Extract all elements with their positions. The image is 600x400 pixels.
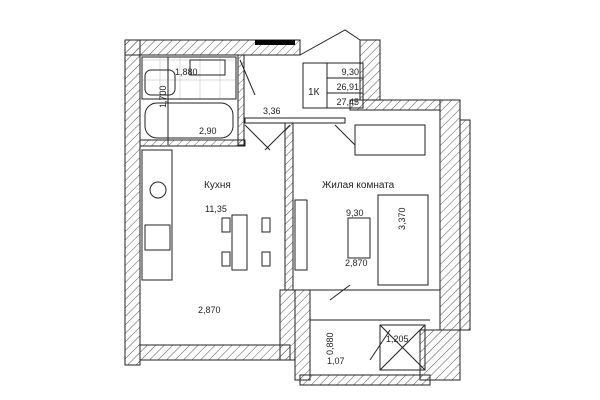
- bathroom-width: 1,880: [175, 67, 198, 77]
- living-depth: 3,370: [397, 207, 407, 230]
- summary-table: [302, 62, 364, 109]
- summary-total-area: 26,91: [336, 82, 359, 92]
- toilet: [144, 69, 176, 96]
- bathroom-area: 2,90: [199, 126, 217, 136]
- balcony-width: 1,205: [386, 334, 409, 344]
- bathroom: [141, 56, 237, 145]
- bathtub: [144, 102, 234, 139]
- kitchen-area: 11,35: [205, 204, 227, 214]
- sink: [189, 59, 226, 76]
- living-area: 9,30: [346, 208, 364, 218]
- kitchen-label: Кухня: [204, 180, 231, 191]
- summary-living-area: 9,30: [341, 67, 359, 77]
- balcony-area: 1,07: [327, 356, 345, 366]
- kitchen-furniture: [141, 149, 271, 281]
- walls: [124, 39, 471, 386]
- living-width: 2,870: [345, 258, 368, 268]
- kitchen-width: 2,870: [198, 305, 221, 315]
- bathroom-depth: 1,700: [158, 85, 168, 108]
- living-furniture: [294, 124, 429, 371]
- balcony-depth: 0,880: [325, 332, 335, 355]
- doors: [239, 29, 391, 361]
- hallway-area: 3,36: [263, 106, 281, 116]
- window-bar: [255, 40, 295, 45]
- living-label: Жилая комната: [322, 180, 395, 191]
- summary-total-with-balcony: 27,45: [336, 97, 359, 107]
- apartment-type: 1К: [308, 87, 320, 98]
